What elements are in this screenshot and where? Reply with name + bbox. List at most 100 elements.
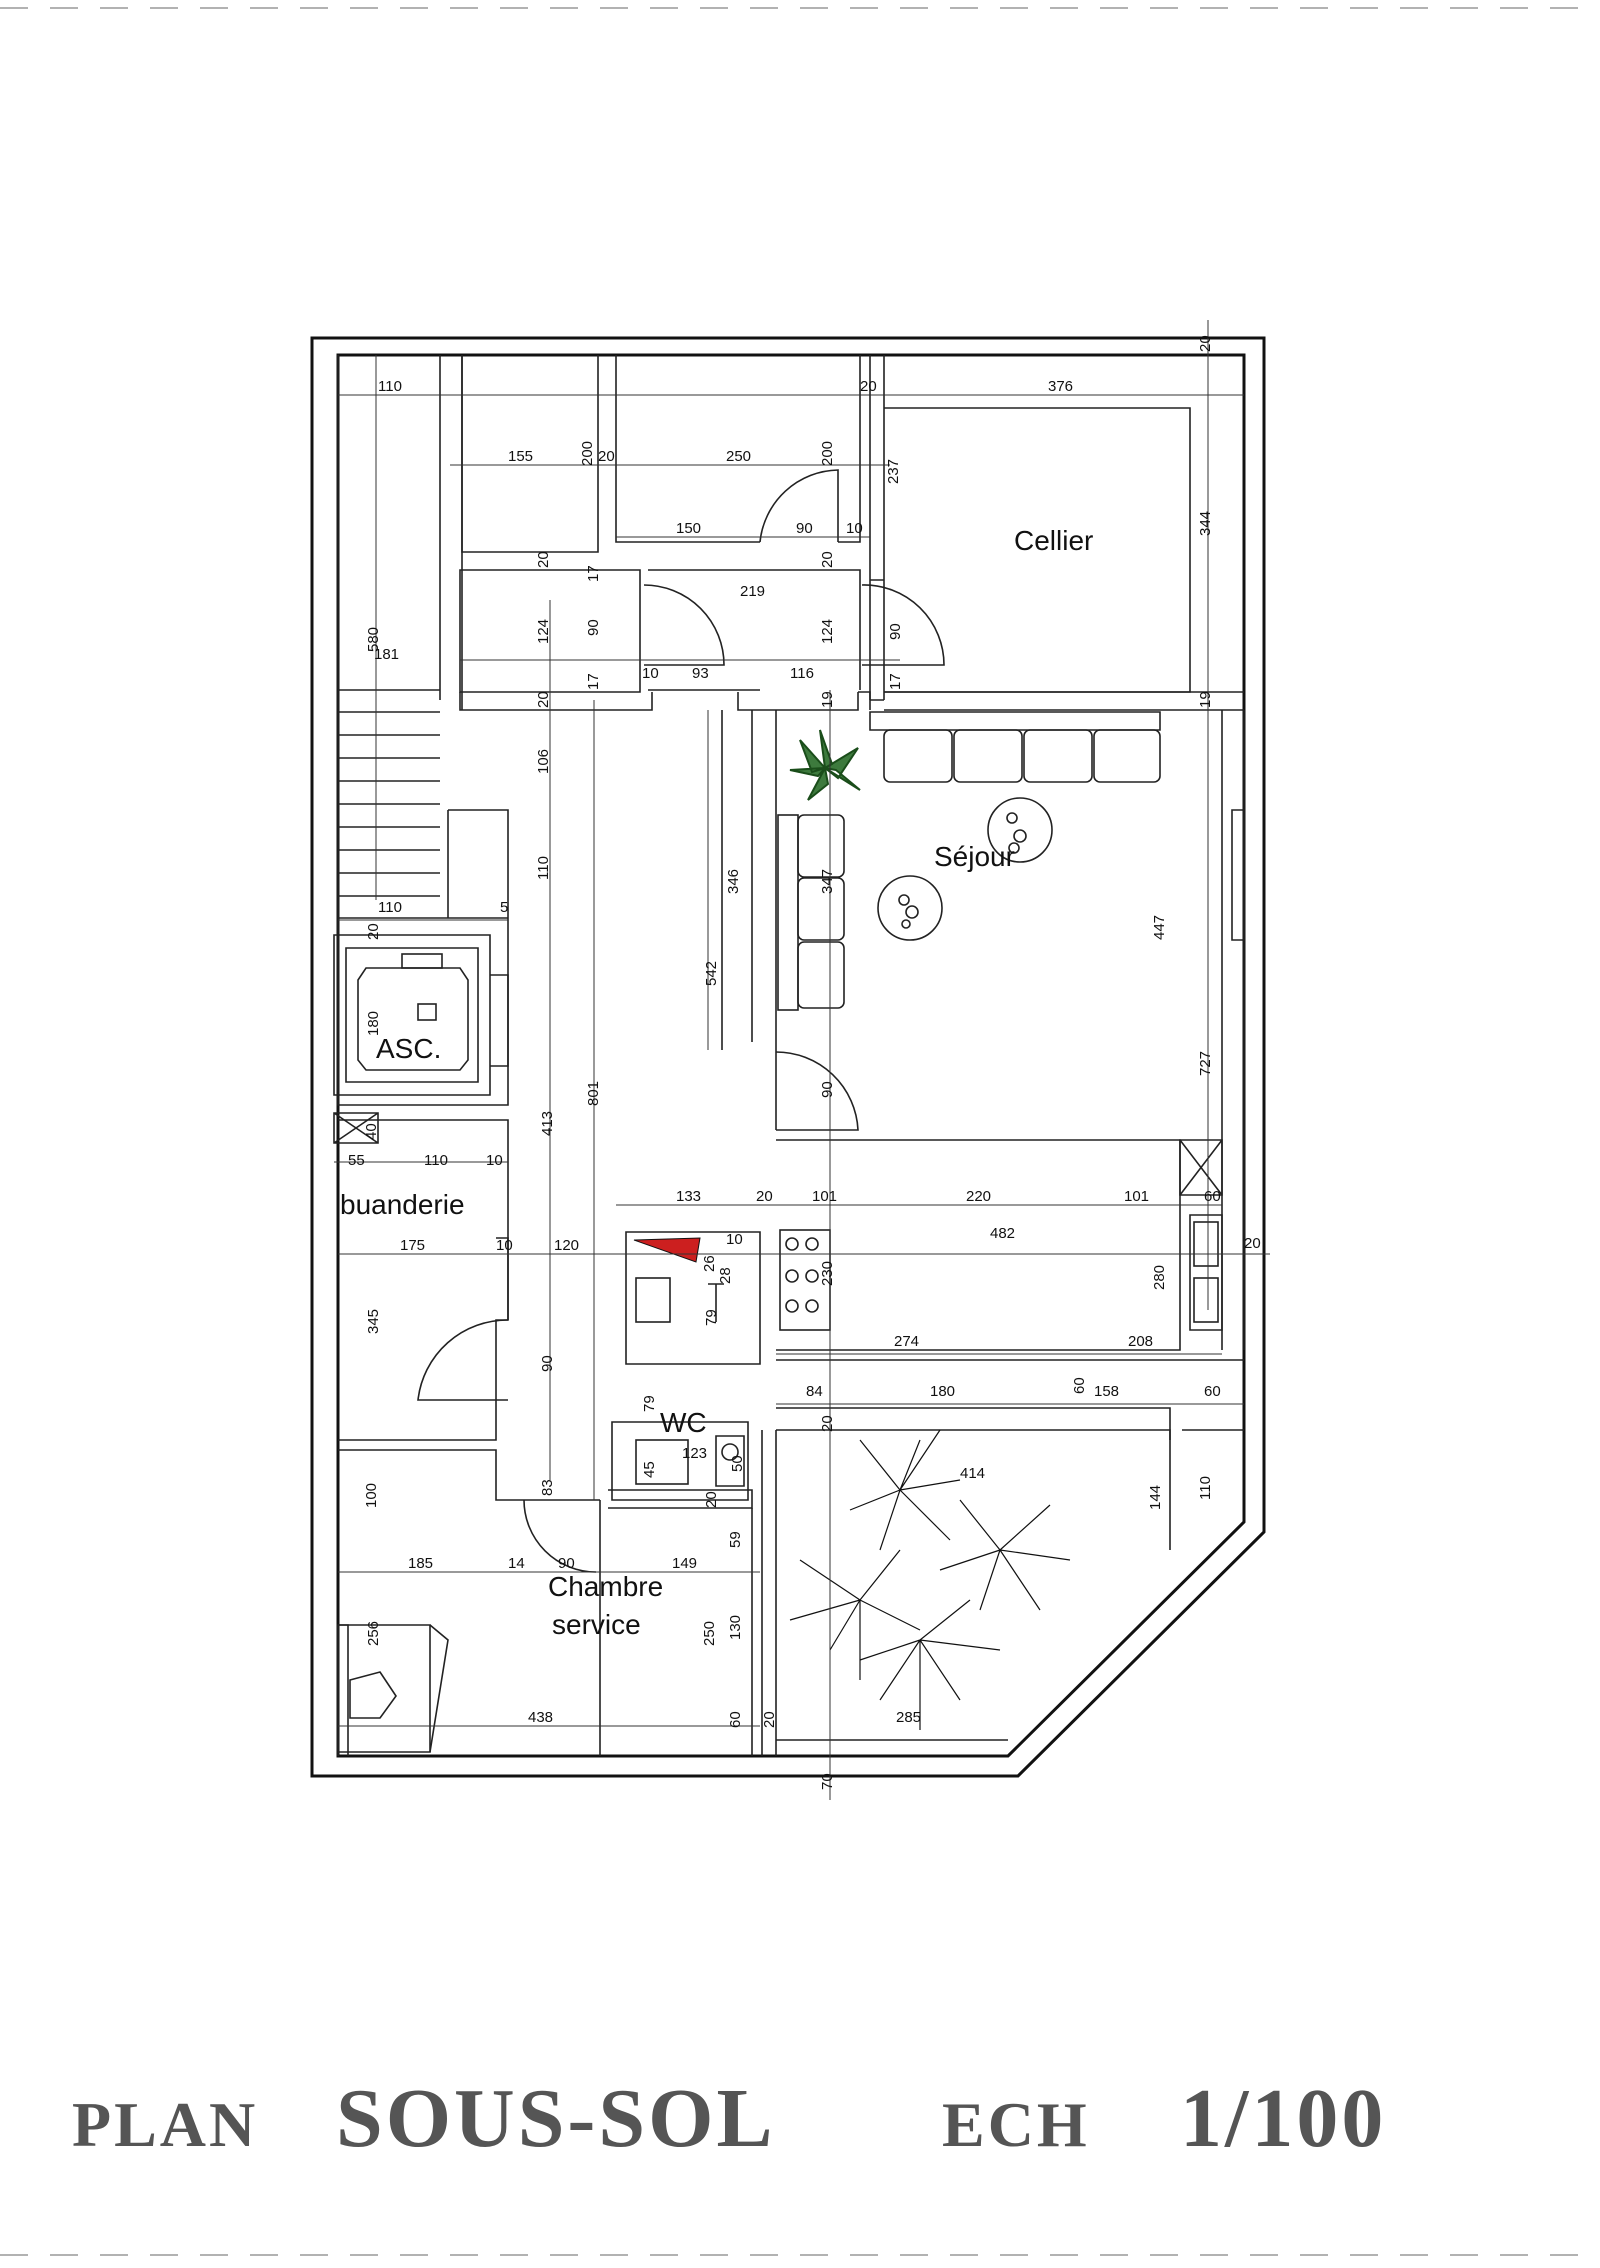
dim-label: 19 bbox=[1197, 691, 1214, 708]
dim-label: 230 bbox=[819, 1261, 836, 1286]
drawing-title: PLAN SOUS-SOL ECH 1/100 bbox=[72, 2072, 1383, 2165]
room-label-wc: WC bbox=[660, 1407, 707, 1438]
dim-label: 133 bbox=[676, 1188, 701, 1205]
garden-bed bbox=[789, 1429, 1071, 1730]
dim-label: 20 bbox=[365, 923, 382, 940]
dim-label: 101 bbox=[1124, 1188, 1149, 1205]
room-label-ascenseur: ASC. bbox=[376, 1033, 441, 1064]
dim-label: 60 bbox=[1204, 1188, 1221, 1205]
dim-label: 50 bbox=[729, 1455, 746, 1472]
dim-label: 20 bbox=[1244, 1235, 1261, 1252]
room-label-chambre: Chambre bbox=[548, 1571, 663, 1602]
dim-label: 180 bbox=[930, 1383, 955, 1400]
dim-label: 237 bbox=[885, 459, 902, 484]
dim-label: 93 bbox=[692, 665, 709, 682]
dim-label: 482 bbox=[990, 1225, 1015, 1242]
dim-label: 60 bbox=[727, 1711, 744, 1728]
fireplace-icon bbox=[633, 1237, 724, 1323]
dim-label: 200 bbox=[819, 441, 836, 466]
dim-label: 185 bbox=[408, 1555, 433, 1572]
dim-label: 20 bbox=[756, 1188, 773, 1205]
dim-label: 20 bbox=[703, 1491, 720, 1508]
dim-label: 345 bbox=[365, 1309, 382, 1334]
dim-label: 250 bbox=[726, 448, 751, 465]
dim-label: 727 bbox=[1197, 1051, 1214, 1076]
dim-label: 250 bbox=[701, 1621, 718, 1646]
dim-label: 344 bbox=[1197, 511, 1214, 536]
dim-label: 208 bbox=[1128, 1333, 1153, 1350]
dim-label: 376 bbox=[1048, 378, 1073, 395]
dim-label: 447 bbox=[1151, 915, 1168, 940]
dim-label: 90 bbox=[819, 1081, 836, 1098]
dim-label: 274 bbox=[894, 1333, 919, 1350]
outer-walls bbox=[310, 336, 1266, 1778]
dim-label: 175 bbox=[400, 1237, 425, 1254]
dim-label: 10 bbox=[846, 520, 863, 537]
dim-label: 130 bbox=[727, 1615, 744, 1640]
dim-label: 106 bbox=[535, 749, 552, 774]
dim-label: 90 bbox=[558, 1555, 575, 1572]
dim-label: 110 bbox=[424, 1152, 448, 1169]
title-sous-sol: SOUS-SOL bbox=[336, 2072, 776, 2165]
dim-label: 59 bbox=[727, 1531, 744, 1548]
dim-label: 20 bbox=[819, 551, 836, 568]
sofa-left bbox=[777, 814, 845, 1011]
dim-label: 144 bbox=[1147, 1485, 1164, 1510]
dim-label: 79 bbox=[641, 1395, 658, 1412]
dim-label: 83 bbox=[539, 1479, 556, 1496]
dim-label: 123 bbox=[682, 1445, 707, 1462]
door-swings bbox=[417, 469, 945, 1573]
dim-label: 20 bbox=[819, 1415, 836, 1432]
dim-label: 100 bbox=[363, 1483, 380, 1508]
dim-label: 110 bbox=[535, 856, 552, 880]
plant-icon bbox=[789, 729, 861, 801]
dim-label: 180 bbox=[365, 1011, 382, 1036]
dim-label: 220 bbox=[966, 1188, 991, 1205]
dim-label: 17 bbox=[887, 673, 904, 690]
dim-label: 280 bbox=[1151, 1265, 1168, 1290]
title-ech: ECH bbox=[942, 2089, 1090, 2160]
dim-label: 116 bbox=[790, 665, 814, 682]
dimension-lines bbox=[334, 320, 1270, 1800]
dim-label: 17 bbox=[585, 673, 602, 690]
dim-label: 20 bbox=[535, 551, 552, 568]
room-label-sejour: Séjour bbox=[934, 841, 1015, 872]
dim-label: 10 bbox=[642, 665, 659, 682]
dim-label: 149 bbox=[672, 1555, 697, 1572]
coffee-tables bbox=[877, 797, 1053, 941]
dim-label: 17 bbox=[585, 565, 602, 582]
dim-label: 60 bbox=[1204, 1383, 1221, 1400]
dim-label: 413 bbox=[539, 1111, 556, 1136]
dim-label: 346 bbox=[725, 869, 742, 894]
dim-label: 5 bbox=[500, 899, 508, 916]
dim-label: 90 bbox=[585, 619, 602, 636]
dim-label: 200 bbox=[579, 441, 596, 466]
dim-label: 40 bbox=[363, 1123, 380, 1140]
dim-label: 219 bbox=[740, 583, 765, 600]
room-label-buanderie: buanderie bbox=[340, 1189, 465, 1220]
dim-label: 438 bbox=[528, 1709, 553, 1726]
wc-fixtures bbox=[635, 1435, 745, 1487]
dim-label: 10 bbox=[486, 1152, 503, 1169]
dim-label: 79 bbox=[703, 1309, 720, 1326]
kitchen-appliances bbox=[779, 1221, 1219, 1331]
sofa-top bbox=[869, 711, 1161, 783]
dim-label: 181 bbox=[374, 646, 399, 663]
dim-label: 90 bbox=[539, 1355, 556, 1372]
dim-label: 110 bbox=[1197, 1476, 1214, 1500]
dim-label: 542 bbox=[703, 961, 720, 986]
dim-label: 20 bbox=[598, 448, 615, 465]
elevator-cab bbox=[357, 953, 469, 1071]
room-labels: Cellier Séjour ASC. buanderie WC Chambre… bbox=[340, 525, 1093, 1640]
dim-label: 20 bbox=[1197, 335, 1214, 352]
title-plan: PLAN bbox=[72, 2089, 258, 2160]
bed bbox=[337, 1624, 449, 1753]
dim-label: 20 bbox=[535, 691, 552, 708]
dim-label: 801 bbox=[585, 1081, 602, 1106]
dimension-labels: 110 20 376 155 20 250 150 90 10 219 181 … bbox=[348, 378, 1261, 1726]
dim-label: 55 bbox=[348, 1152, 365, 1169]
dim-label: 124 bbox=[535, 619, 552, 644]
room-label-service: service bbox=[552, 1609, 641, 1640]
